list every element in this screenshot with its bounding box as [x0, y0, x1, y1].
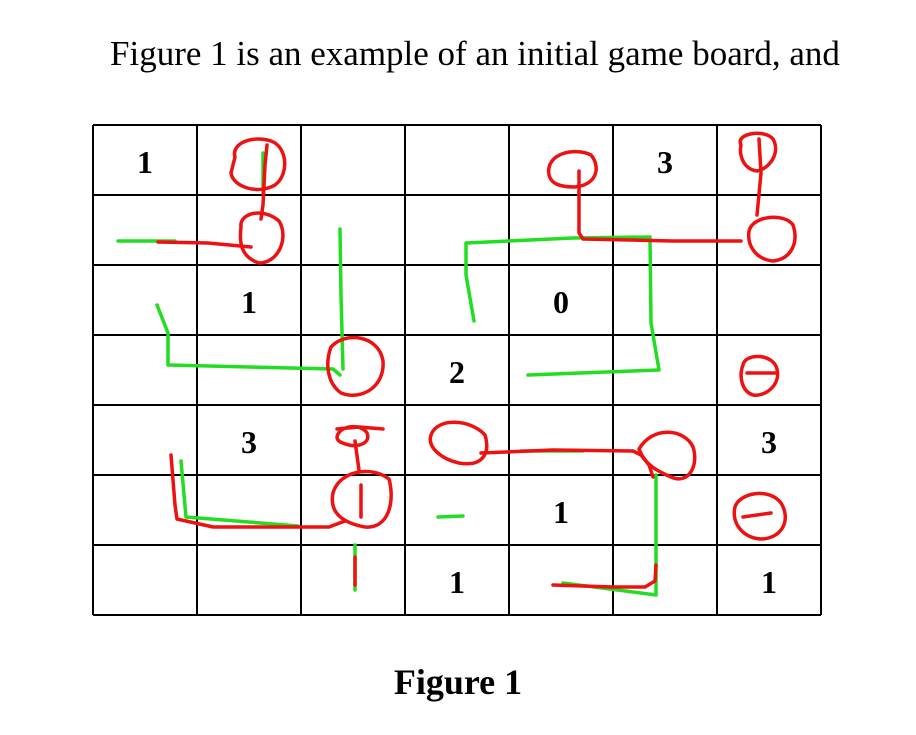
cell-number: 0	[553, 284, 569, 320]
red-stroke	[479, 448, 655, 479]
green-stroke	[464, 235, 661, 377]
figure-caption: Figure 1	[393, 662, 523, 702]
red-circle	[326, 335, 385, 397]
green-stroke	[338, 227, 345, 371]
cell-number: 3	[241, 424, 257, 460]
red-circle	[335, 424, 370, 448]
red-stroke	[755, 137, 763, 217]
cell-number: 1	[137, 144, 153, 180]
red-circle	[637, 430, 697, 481]
red-circle	[238, 211, 285, 265]
red-stroke	[741, 511, 773, 519]
red-stroke	[577, 169, 743, 243]
red-circle	[746, 215, 797, 263]
green-stroke	[561, 473, 658, 597]
cell-number: 3	[657, 144, 673, 180]
red-stroke	[169, 453, 347, 529]
green-stroke	[436, 514, 465, 519]
cell-number: 1	[449, 564, 465, 600]
red-stroke	[353, 439, 361, 472]
red-circle	[330, 469, 393, 529]
cell-number: 1	[761, 564, 777, 600]
cell-number: 2	[449, 354, 465, 390]
green-stroke	[179, 459, 300, 528]
red-circle	[229, 137, 287, 192]
board-numbers: 1 3 1 0 2 3 3 1 1 1	[137, 144, 777, 600]
game-board: 1 3 1 0 2 3 3 1 1 1	[92, 124, 822, 616]
intro-sentence: Figure 1 is an example of an initial gam…	[110, 34, 840, 73]
red-stroke	[551, 563, 658, 589]
cell-number: 1	[553, 494, 569, 530]
green-stroke	[155, 303, 342, 377]
red-stroke	[156, 240, 253, 249]
red-circle	[428, 420, 489, 466]
red-circle	[739, 354, 780, 397]
board-grid	[92, 124, 822, 616]
red-circle	[732, 491, 787, 541]
red-circle	[547, 149, 598, 189]
red-circle	[738, 131, 778, 173]
cell-number: 1	[241, 284, 257, 320]
cell-number: 3	[761, 424, 777, 460]
red-annotations	[156, 131, 797, 589]
